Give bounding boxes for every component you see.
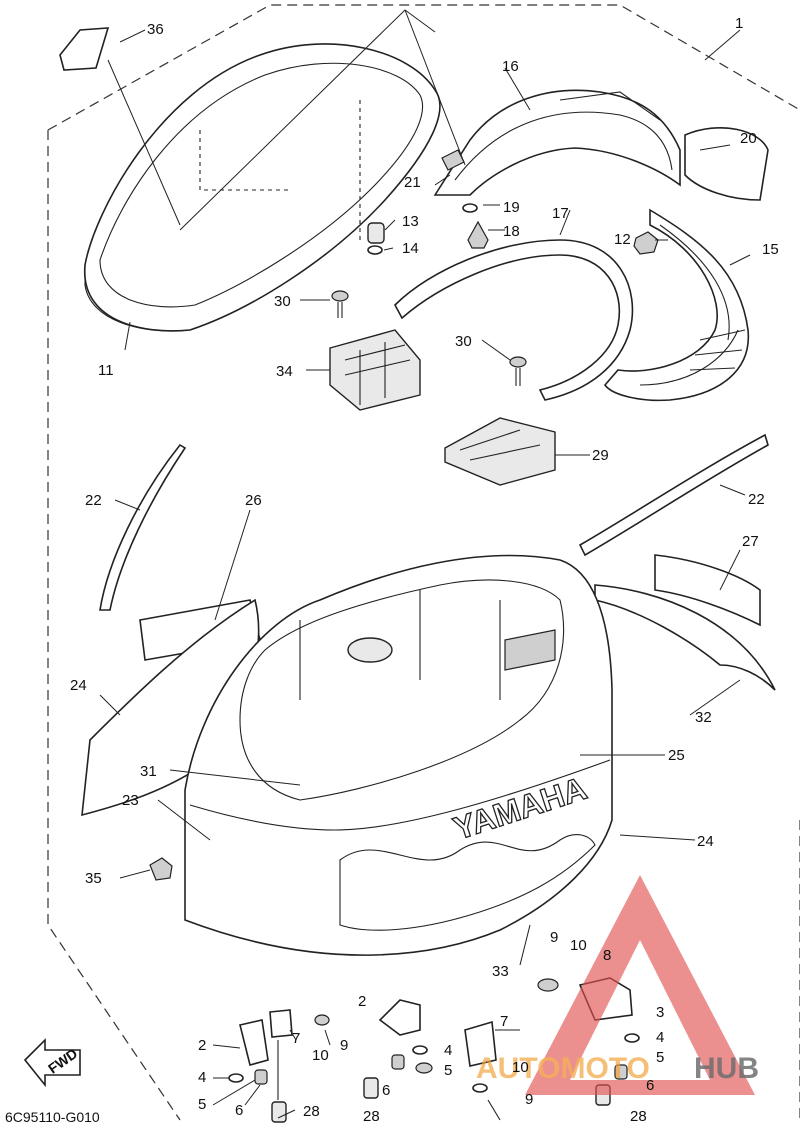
- callout-24b: 24: [697, 833, 714, 850]
- part-13-grommet: [367, 222, 385, 244]
- callout-14: 14: [402, 240, 419, 257]
- callout-22a: 22: [85, 492, 102, 509]
- callout-21: 21: [404, 174, 421, 191]
- callout-28b: 28: [363, 1108, 380, 1125]
- leader-lines: [99, 9, 751, 1119]
- callout-27: 27: [742, 533, 759, 550]
- callout-29: 29: [592, 447, 609, 464]
- callout-4b: 4: [444, 1042, 452, 1059]
- part-18-clip: [467, 220, 489, 249]
- callout-36: 36: [147, 21, 164, 38]
- part-30-screw-a: [331, 290, 349, 318]
- callout-5a: 5: [198, 1096, 206, 1113]
- part-34-bracket: [329, 329, 421, 411]
- callout-33: 33: [492, 963, 509, 980]
- callout-23: 23: [122, 792, 139, 809]
- callout-17: 17: [552, 205, 569, 222]
- callout-35: 35: [85, 870, 102, 887]
- watermark-text-part2: HUB: [694, 1052, 759, 1085]
- callout-24a: 24: [70, 677, 87, 694]
- callout-8: 8: [603, 947, 611, 964]
- callout-13: 13: [402, 213, 419, 230]
- callout-4c: 4: [656, 1029, 664, 1046]
- callout-19: 19: [503, 199, 520, 216]
- callout-25: 25: [668, 747, 685, 764]
- watermark: AUTOMOTO HUB: [476, 875, 759, 1095]
- callout-2a: 2: [198, 1037, 206, 1054]
- part-20-decal: [684, 127, 769, 201]
- callout-3: 3: [656, 1004, 664, 1021]
- callout-10b: 10: [570, 937, 587, 954]
- callout-4a: 4: [198, 1069, 206, 1086]
- part-14-ring: [367, 245, 383, 255]
- bottom-cowling: YAMAHA: [184, 554, 613, 956]
- callout-34: 34: [276, 363, 293, 380]
- callout-30a: 30: [274, 293, 291, 310]
- callout-22b: 22: [748, 491, 765, 508]
- callout-11: 11: [98, 362, 114, 379]
- callout-16: 16: [502, 58, 519, 75]
- part-29-bracket: [444, 417, 556, 486]
- diagram-code: 6C95110-G010: [5, 1109, 100, 1125]
- callout-12: 12: [614, 231, 631, 248]
- callout-1: 1: [735, 15, 743, 32]
- lower-fittings-center: [363, 999, 501, 1121]
- callout-9b: 9: [550, 929, 558, 946]
- callout-32: 32: [695, 709, 712, 726]
- part-27-decal: [654, 554, 761, 627]
- part-22-strip-right: [578, 433, 769, 557]
- callout-20: 20: [740, 130, 757, 147]
- fwd-arrow-icon: FWD: [23, 1038, 81, 1088]
- callout-5b: 5: [444, 1062, 452, 1079]
- callout-28c: 28: [630, 1108, 647, 1125]
- callout-9c: 9: [525, 1091, 533, 1108]
- callout-26: 26: [245, 492, 262, 509]
- part-17-seal: [394, 239, 634, 401]
- callout-7a: 7: [292, 1030, 300, 1047]
- callout-7b: 7: [500, 1013, 508, 1030]
- callout-30b: 30: [455, 333, 472, 350]
- callout-6a: 6: [235, 1102, 243, 1119]
- part-15-handle: [603, 208, 750, 402]
- callout-9a: 9: [340, 1037, 348, 1054]
- part-35-grommet: [149, 857, 173, 881]
- part-32-decal: [594, 584, 776, 691]
- callout-6c: 6: [646, 1077, 654, 1094]
- lower-fittings-left: [228, 1009, 330, 1123]
- part-30-screw-b: [509, 356, 527, 386]
- part-11-top-cover: [84, 43, 441, 332]
- callout-18: 18: [503, 223, 520, 240]
- callout-10a: 10: [312, 1047, 329, 1064]
- assembly-boundary: [47, 4, 800, 1121]
- callout-2b: 2: [358, 993, 366, 1010]
- watermark-text-part1: AUTOMOTO: [476, 1052, 650, 1085]
- callout-10c: 10: [512, 1059, 529, 1076]
- callout-31: 31: [140, 763, 157, 780]
- part-12-nut: [633, 231, 659, 255]
- callout-6b: 6: [382, 1082, 390, 1099]
- part-19-washer: [462, 203, 478, 213]
- part-36-decal: [59, 27, 110, 71]
- watermark-triangle-icon: [525, 875, 755, 1095]
- callout-28a: 28: [303, 1103, 320, 1120]
- callout-5c: 5: [656, 1049, 664, 1066]
- callout-15: 15: [762, 241, 779, 258]
- callout-labels: 1 2 2 3 4 4 4 5 5 5 6 6 6 7 7 8 9 9 9 10…: [70, 15, 779, 1125]
- part-16-bracket: [433, 89, 681, 196]
- part-22-strip-left: [99, 443, 187, 611]
